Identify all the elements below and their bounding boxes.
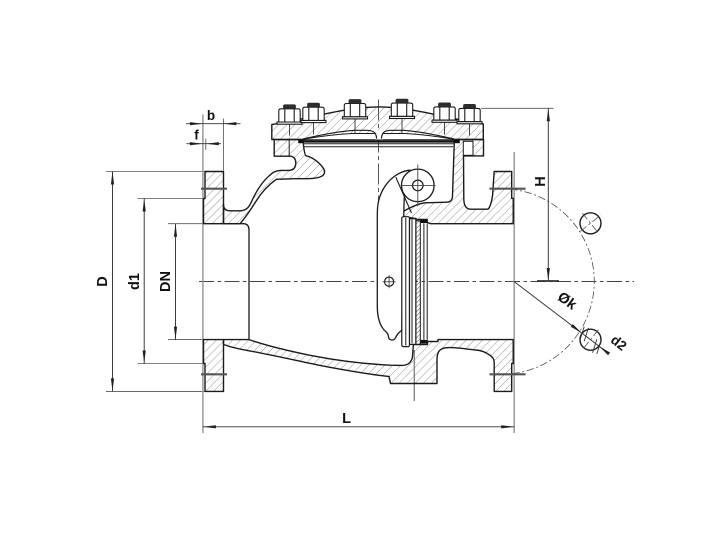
svg-text:H: H	[533, 176, 549, 186]
svg-text:b: b	[207, 108, 215, 123]
svg-text:DN: DN	[158, 271, 174, 292]
svg-text:f: f	[194, 128, 199, 143]
svg-text:L: L	[342, 411, 351, 427]
svg-text:d1: d1	[127, 273, 143, 290]
svg-text:D: D	[95, 276, 111, 286]
